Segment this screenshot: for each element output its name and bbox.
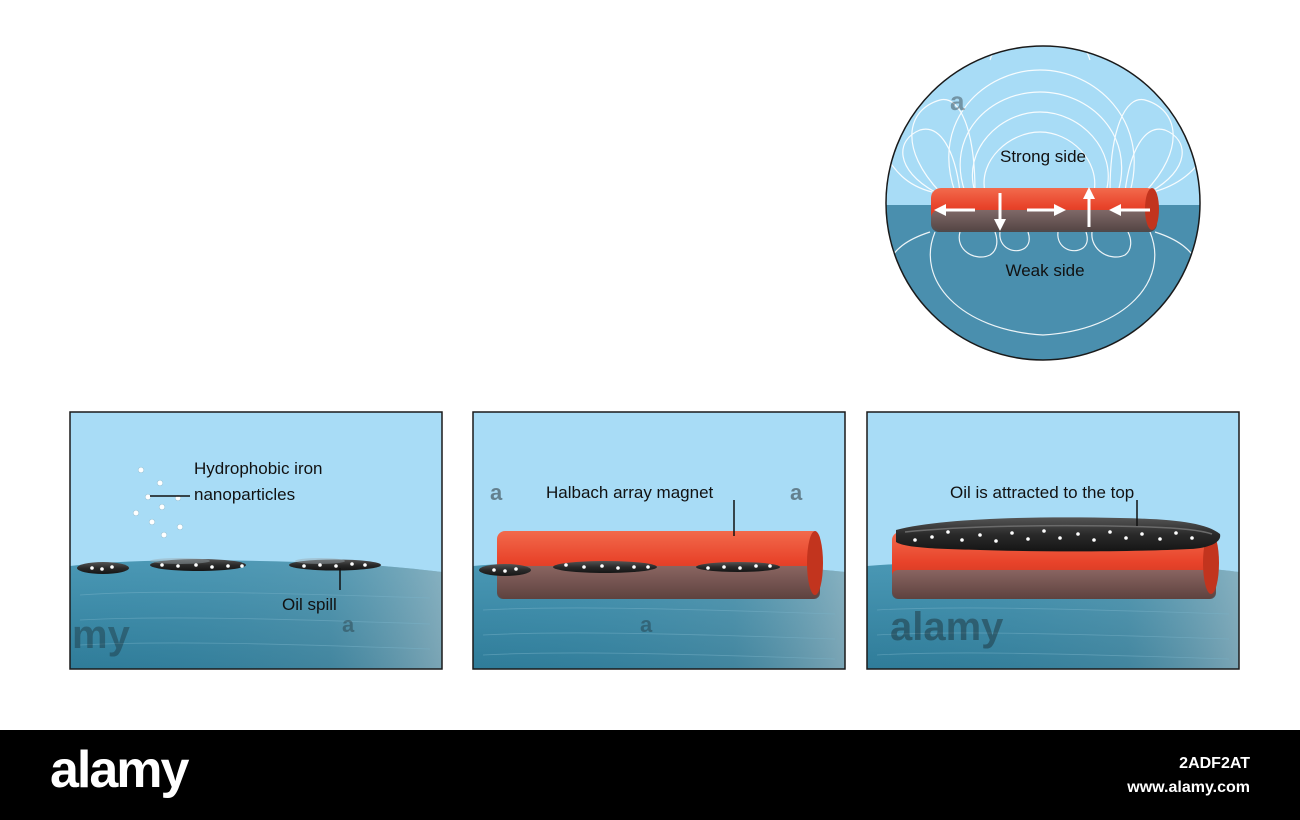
nanoparticles-label-line1: Hydrophobic iron	[194, 459, 323, 478]
oil-particles	[913, 529, 1194, 543]
inset-sky	[886, 46, 1200, 210]
panel-1-nanoparticles: Hydrophobic iron nanoparticles Oil spill…	[69, 411, 443, 670]
field-lines-strong	[886, 46, 1200, 193]
watermark-glyph: a	[790, 480, 803, 505]
panel-2-magnet: Halbach array magnet a a a	[472, 411, 846, 670]
oil-spill-label: Oil spill	[282, 595, 337, 614]
inset-border	[885, 45, 1201, 361]
panel-2-border	[472, 411, 846, 670]
panel-3-oil-attracted: Oil is attracted to the top alamy	[866, 411, 1240, 670]
watermark-text: alamy	[890, 605, 1004, 649]
diagram-svg: Strong side Weak side a	[69, 45, 1240, 670]
oil-attracted-label: Oil is attracted to the top	[950, 483, 1134, 502]
magnetization-arrows	[934, 187, 1150, 231]
diagram-canvas: Strong side Weak side a	[69, 45, 1240, 670]
slick-particles	[492, 563, 772, 573]
falling-nanoparticles	[132, 466, 184, 539]
image-credit: 2ADF2AT www.alamy.com	[1127, 752, 1250, 800]
halbach-field-inset: Strong side Weak side a	[885, 45, 1201, 361]
weak-side-label: Weak side	[1005, 261, 1084, 280]
nanoparticles-label-line2: nanoparticles	[194, 485, 295, 504]
panel-1-border	[69, 411, 443, 670]
attracted-oil-layer	[896, 517, 1221, 552]
watermark-glyph: a	[342, 612, 355, 637]
halbach-array-magnet	[497, 531, 823, 599]
alamy-logo: alamy	[50, 741, 189, 799]
watermark-glyph: a	[640, 612, 653, 637]
slick-particles	[90, 562, 367, 571]
watermark-glyph: a	[490, 480, 503, 505]
image-id: 2ADF2AT	[1179, 755, 1250, 772]
panel-3-border	[866, 411, 1240, 670]
magnet-label: Halbach array magnet	[546, 483, 714, 502]
watermark-glyph: my	[72, 613, 131, 657]
strong-side-label: Strong side	[1000, 147, 1086, 166]
watermark-glyph: a	[950, 86, 965, 116]
watermark-footer: alamy 2ADF2AT www.alamy.com	[0, 730, 1300, 820]
alamy-url: www.alamy.com	[1127, 779, 1250, 796]
